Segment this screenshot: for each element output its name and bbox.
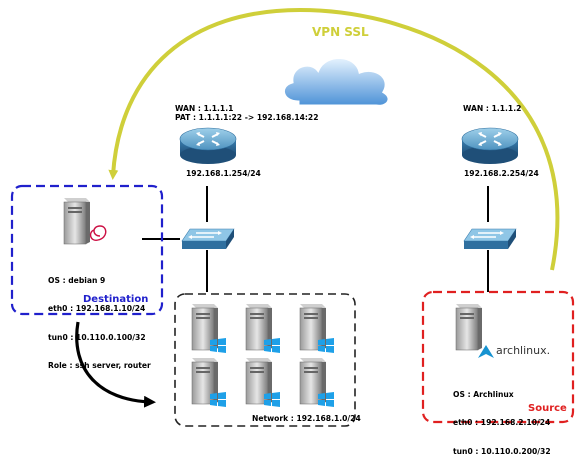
arch-logo-icon <box>478 345 494 358</box>
internet-cloud-icon <box>282 56 391 108</box>
source-server-icon <box>455 303 483 351</box>
destination-role: Role : ssh server, router <box>48 361 151 371</box>
router-left-lan: 192.168.1.254/24 <box>186 169 261 178</box>
router-left-icon <box>179 127 237 165</box>
source-tun0: tun0 : 10.110.0.200/32 <box>453 446 551 456</box>
router-right-icon <box>461 127 519 165</box>
router-left-pat: PAT : 1.1.1.1:22 -> 192.168.14:22 <box>175 113 319 122</box>
destination-server-icon <box>63 197 91 245</box>
router-right-lan: 192.168.2.254/24 <box>464 169 539 178</box>
source-os: OS : Archlinux <box>453 389 514 399</box>
destination-box <box>10 184 164 316</box>
router-right-wan: WAN : 1.1.1.2 <box>463 104 522 113</box>
router-left-wan: WAN : 1.1.1.1 <box>175 104 234 113</box>
source-details: OS : Archlinux eth0 : 192.168.2.10/24 tu… <box>453 371 551 466</box>
source-box <box>421 290 575 424</box>
vpn-tunnel-arc <box>108 7 560 271</box>
destination-eth0: eth0 : 192.168.1.10/24 <box>48 304 146 314</box>
source-eth0: eth0 : 192.168.2.10/24 <box>453 418 551 428</box>
archlinux-logo: archlinux. <box>496 344 551 357</box>
source-title: Source <box>528 403 567 414</box>
destination-details: OS : debian 9 eth0 : 192.168.1.10/24 tun… <box>48 257 151 380</box>
switch-right-icon <box>463 228 517 250</box>
network-hosts <box>191 303 334 407</box>
network-label: Network : 192.168.1.0/24 <box>252 414 361 423</box>
destination-os: OS : debian 9 <box>48 275 106 285</box>
flow-arrow <box>75 321 156 408</box>
switch-left-icon <box>181 228 235 250</box>
network-diagram: VPN SSL <box>10 7 575 427</box>
vpn-label: VPN SSL <box>312 25 369 39</box>
network-box <box>174 293 356 427</box>
destination-tun0: tun0 : 10.110.0.100/32 <box>48 332 146 342</box>
debian-logo-icon <box>89 225 107 241</box>
destination-title: Destination <box>83 294 149 305</box>
